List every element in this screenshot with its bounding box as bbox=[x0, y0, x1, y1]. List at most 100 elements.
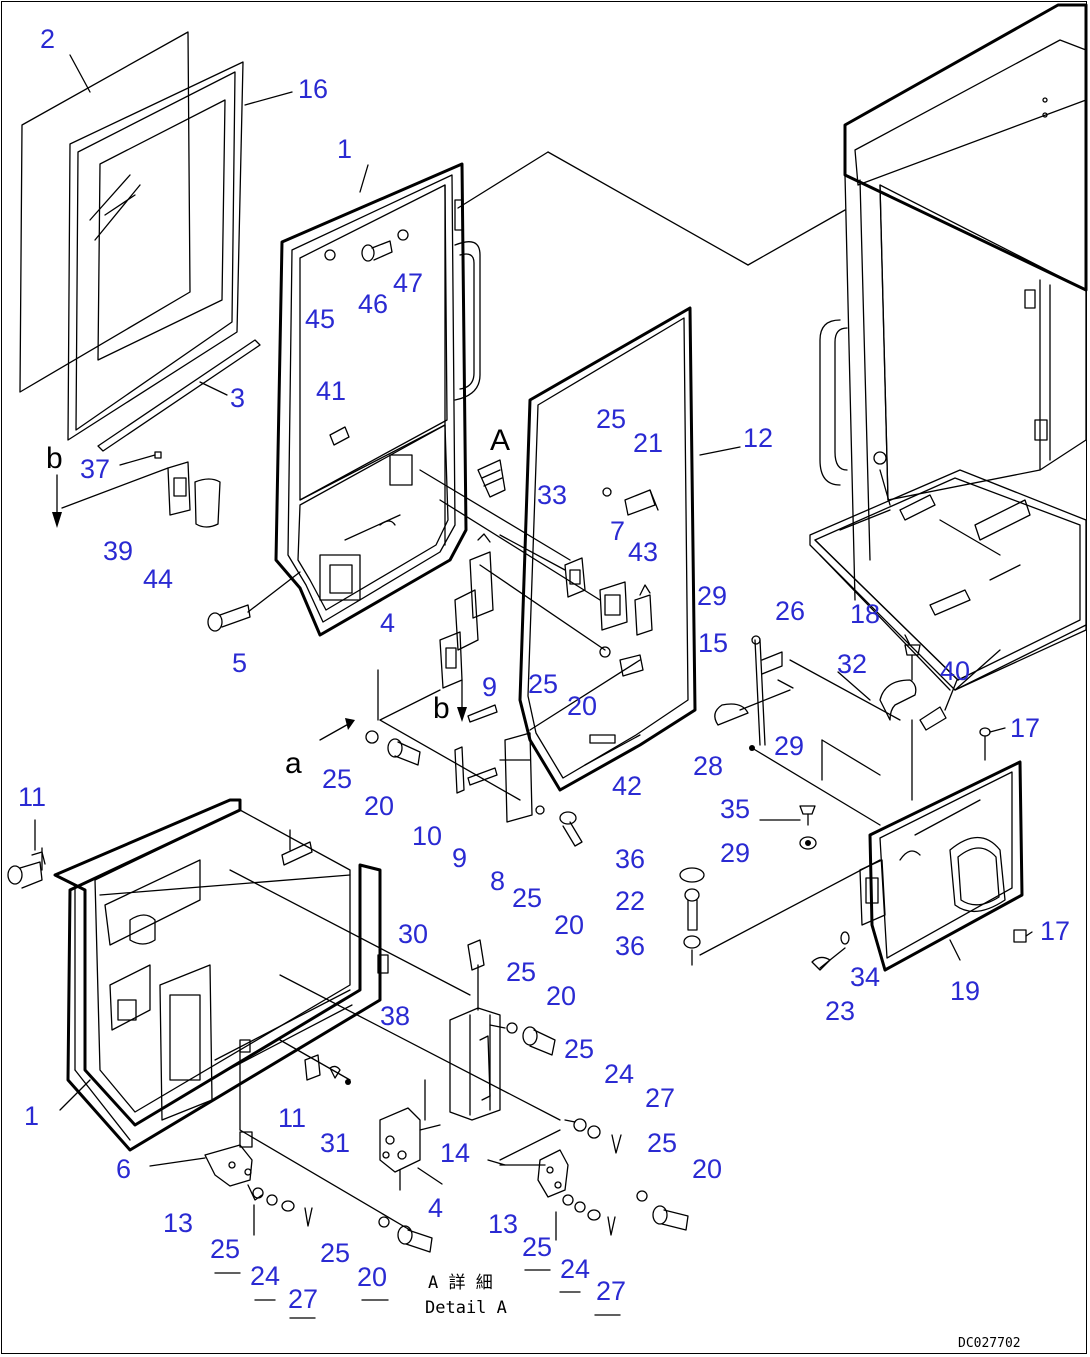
hinge-lower-right bbox=[499, 1129, 616, 1241]
callout: 35 bbox=[720, 794, 750, 824]
lock-assembly bbox=[61, 451, 221, 528]
callout: 32 bbox=[837, 649, 867, 679]
callout: 23 bbox=[825, 996, 855, 1026]
tick-marks bbox=[214, 1269, 621, 1319]
step-bracket-19 bbox=[811, 727, 1027, 972]
callout: 29 bbox=[720, 838, 750, 868]
view-arrow-a-upper bbox=[477, 459, 506, 498]
callout: 14 bbox=[440, 1138, 470, 1168]
view-letters: b A a bbox=[46, 424, 510, 780]
washer-stack bbox=[679, 805, 881, 966]
bolts-middle bbox=[365, 730, 583, 847]
arrow-a bbox=[319, 718, 355, 741]
arrow-b-left bbox=[52, 474, 62, 528]
callout: 17 bbox=[1040, 916, 1070, 946]
callout: 24 bbox=[604, 1059, 634, 1089]
callout: 15 bbox=[698, 628, 728, 658]
hinge-parts bbox=[499, 487, 659, 677]
callout: 20 bbox=[546, 981, 576, 1011]
cab-body bbox=[809, 3, 1088, 691]
view-letter-a-upper: A bbox=[490, 424, 510, 457]
hinge-lower-left bbox=[204, 1131, 313, 1236]
callout: 25 bbox=[528, 669, 558, 699]
callout: 47 bbox=[393, 268, 423, 298]
callout: 29 bbox=[774, 731, 804, 761]
guide-lines-lower bbox=[229, 869, 561, 1231]
detail-caption: A 詳 細 Detail A bbox=[425, 1273, 507, 1318]
callout: 36 bbox=[615, 844, 645, 874]
callout: 3 bbox=[230, 383, 245, 413]
callout: 19 bbox=[950, 976, 980, 1006]
callout: 25 bbox=[210, 1234, 240, 1264]
callout: 39 bbox=[103, 536, 133, 566]
callout: 21 bbox=[633, 428, 663, 458]
callout: 24 bbox=[560, 1254, 590, 1284]
callout: 16 bbox=[298, 74, 328, 104]
callout: 42 bbox=[612, 771, 642, 801]
detail-caption-jp: A 詳 細 bbox=[428, 1273, 493, 1293]
view-letter-b-left: b bbox=[46, 442, 63, 475]
callout: 45 bbox=[305, 304, 335, 334]
detail-caption-en: Detail A bbox=[425, 1298, 507, 1318]
callout: 25 bbox=[647, 1128, 677, 1158]
callout: 18 bbox=[850, 599, 880, 629]
callout: 1 bbox=[24, 1101, 39, 1131]
callout: 27 bbox=[288, 1284, 318, 1314]
view-letter-b: b bbox=[433, 692, 450, 725]
callout: 9 bbox=[452, 843, 467, 873]
latch-lower bbox=[304, 939, 501, 1191]
callout: 2 bbox=[40, 24, 55, 54]
callout-labels: 2 16 1 45 46 47 3 41 37 39 44 5 4 25 21 … bbox=[18, 24, 1070, 1314]
door-frame-upper bbox=[274, 162, 481, 637]
callout: 25 bbox=[512, 883, 542, 913]
callout: 20 bbox=[554, 910, 584, 940]
leader-lines bbox=[34, 54, 1033, 1185]
door-frame-lower bbox=[53, 798, 389, 1152]
callout: 5 bbox=[232, 648, 247, 678]
callout: 34 bbox=[850, 962, 880, 992]
callout: 6 bbox=[116, 1154, 131, 1184]
pivot-shaft bbox=[714, 635, 901, 826]
callout: 11 bbox=[278, 1103, 306, 1133]
callout: 20 bbox=[364, 791, 394, 821]
drawing-code: DC027702 bbox=[958, 1336, 1021, 1351]
callout: 44 bbox=[143, 564, 173, 594]
callout: 40 bbox=[940, 656, 970, 686]
callout: 24 bbox=[250, 1261, 280, 1291]
callout: 7 bbox=[610, 516, 625, 546]
callout: 25 bbox=[522, 1232, 552, 1262]
callout: 25 bbox=[320, 1238, 350, 1268]
callout: 38 bbox=[380, 1001, 410, 1031]
weather-strip bbox=[97, 339, 261, 452]
callout: 13 bbox=[163, 1208, 193, 1238]
door-glass-12 bbox=[518, 306, 697, 792]
callout: 10 bbox=[412, 821, 442, 851]
callout: 46 bbox=[358, 289, 388, 319]
callout: 26 bbox=[775, 596, 805, 626]
knob-11-upper bbox=[7, 847, 46, 889]
callout: 22 bbox=[615, 886, 645, 916]
callout: 31 bbox=[320, 1128, 350, 1158]
callout: 20 bbox=[357, 1262, 387, 1292]
callout: 37 bbox=[80, 454, 110, 484]
bolt-5 bbox=[207, 571, 301, 632]
callout: 43 bbox=[628, 537, 658, 567]
callout: 25 bbox=[506, 957, 536, 987]
callout: 17 bbox=[1010, 713, 1040, 743]
view-letter-a-lower: a bbox=[285, 747, 302, 780]
callout: 27 bbox=[596, 1276, 626, 1306]
callout: 36 bbox=[615, 931, 645, 961]
callout: 25 bbox=[564, 1034, 594, 1064]
callout: 27 bbox=[645, 1083, 675, 1113]
callout: 8 bbox=[490, 866, 505, 896]
callout: 20 bbox=[692, 1154, 722, 1184]
callout: 11 bbox=[18, 782, 46, 812]
callout: 4 bbox=[428, 1193, 443, 1223]
callout: 29 bbox=[697, 581, 727, 611]
callout: 33 bbox=[537, 480, 567, 510]
callout: 41 bbox=[316, 376, 346, 406]
glass-panel bbox=[19, 31, 244, 441]
